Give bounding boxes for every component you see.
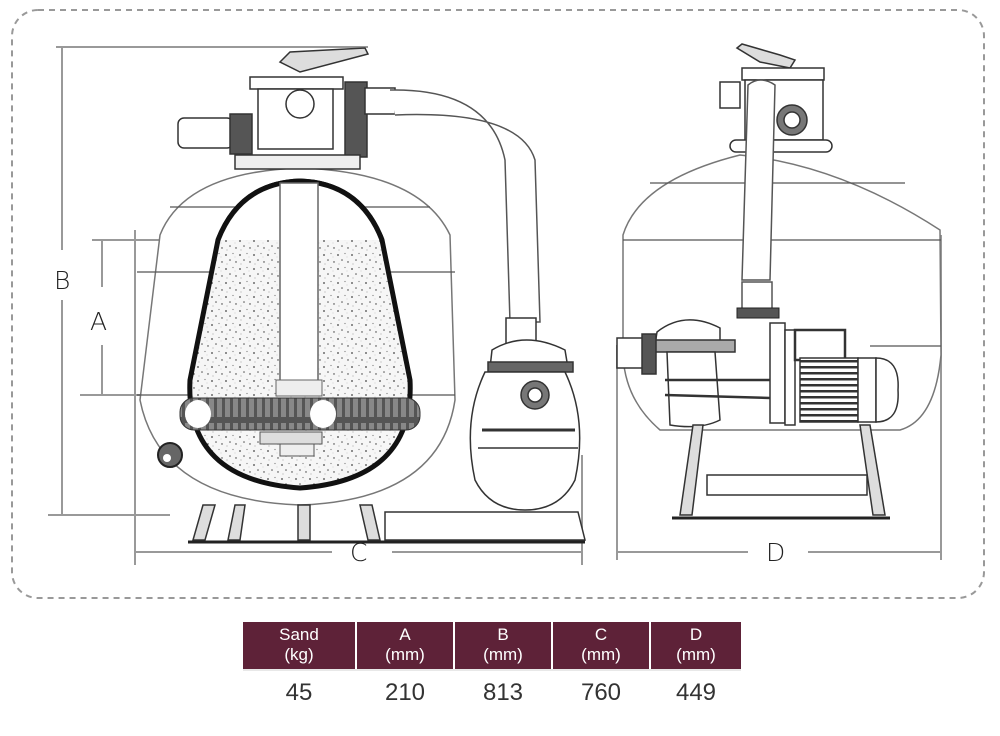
- value-a: 210: [384, 679, 426, 706]
- dimension-b: [48, 46, 368, 516]
- tank-base: [192, 504, 381, 541]
- value-d: 449: [675, 679, 717, 706]
- side-multiport-valve: [719, 43, 833, 153]
- drain-plug: [157, 442, 183, 468]
- header-c-line2: (mm): [581, 645, 621, 664]
- dimension-label-c: C: [350, 538, 367, 567]
- header-sand-line1: Sand: [279, 625, 319, 644]
- header-b: B(mm): [455, 622, 551, 669]
- spec-table: Sand(kg) A(mm) B(mm) C(mm) D(mm) 45 210 …: [241, 622, 743, 707]
- value-sand: 45: [285, 679, 313, 706]
- header-a-line1: A: [399, 625, 411, 644]
- dimension-label-a: A: [90, 307, 107, 336]
- header-a: A(mm): [357, 622, 453, 669]
- header-sand: Sand(kg): [243, 622, 355, 669]
- separator-row: [243, 669, 741, 671]
- multiport-valve: [177, 47, 396, 170]
- dashed-frame: [11, 9, 985, 599]
- side-hose: [741, 79, 776, 281]
- value-c: 760: [580, 679, 622, 706]
- value-b: 813: [482, 679, 524, 706]
- spec-table-header-row: Sand(kg) A(mm) B(mm) C(mm) D(mm): [243, 622, 741, 669]
- center-pipe: [279, 182, 319, 394]
- dimension-c: [134, 230, 583, 565]
- side-pump-motor: [616, 319, 899, 428]
- filter-dimension-diagram: B A C: [11, 9, 985, 599]
- separator: [243, 669, 741, 671]
- header-d: D(mm): [651, 622, 741, 669]
- header-a-line2: (mm): [385, 645, 425, 664]
- table-row: 45 210 813 760 449: [243, 671, 741, 707]
- dimension-label-b: B: [54, 266, 70, 295]
- dimension-label-d: D: [766, 538, 785, 567]
- laterals: [179, 397, 421, 431]
- header-d-line2: (mm): [676, 645, 716, 664]
- header-c-line1: C: [594, 625, 608, 644]
- header-b-line1: B: [497, 625, 509, 644]
- side-base: [679, 424, 886, 516]
- pump-front: [469, 317, 581, 511]
- side-view: D: [616, 43, 942, 567]
- header-c: C(mm): [553, 622, 649, 669]
- header-b-line2: (mm): [483, 645, 523, 664]
- header-d-line1: D: [689, 625, 703, 644]
- header-sand-line2: (kg): [284, 645, 314, 664]
- front-view: B A C: [48, 46, 586, 567]
